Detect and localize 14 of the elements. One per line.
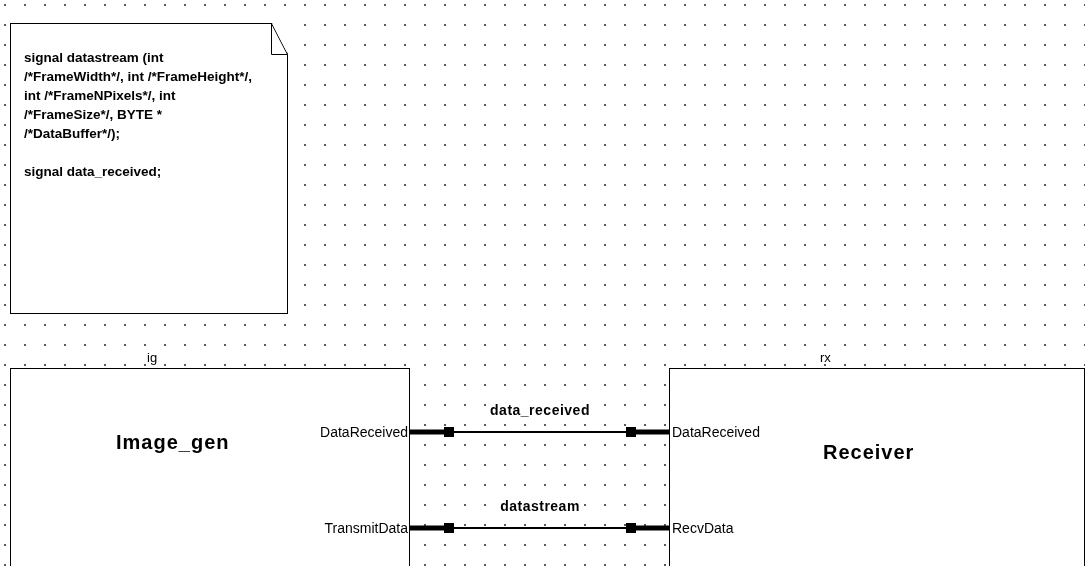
port-label: DataReceived — [671, 424, 871, 440]
port-label: TransmitData — [161, 520, 409, 536]
component-block — [669, 368, 1085, 566]
port-label: RecvData — [671, 520, 871, 536]
note-text: signal data_received; — [24, 163, 163, 181]
component-block — [10, 368, 410, 566]
instance-name: rx — [820, 350, 831, 365]
signal-connector — [409, 523, 671, 533]
instance-name: ig — [147, 350, 158, 365]
note-box — [10, 23, 288, 314]
block-title: Receiver — [823, 441, 915, 464]
note-text: signal datastream (int /*FrameWidth*/, int /*FrameHeight*/, int /*FrameNPixels*/, int /*FrameSize*/, BYTE * /*DataBuffer*/); — [24, 49, 253, 143]
signal-connector — [409, 427, 671, 437]
block-title: Image_gen — [116, 431, 230, 454]
